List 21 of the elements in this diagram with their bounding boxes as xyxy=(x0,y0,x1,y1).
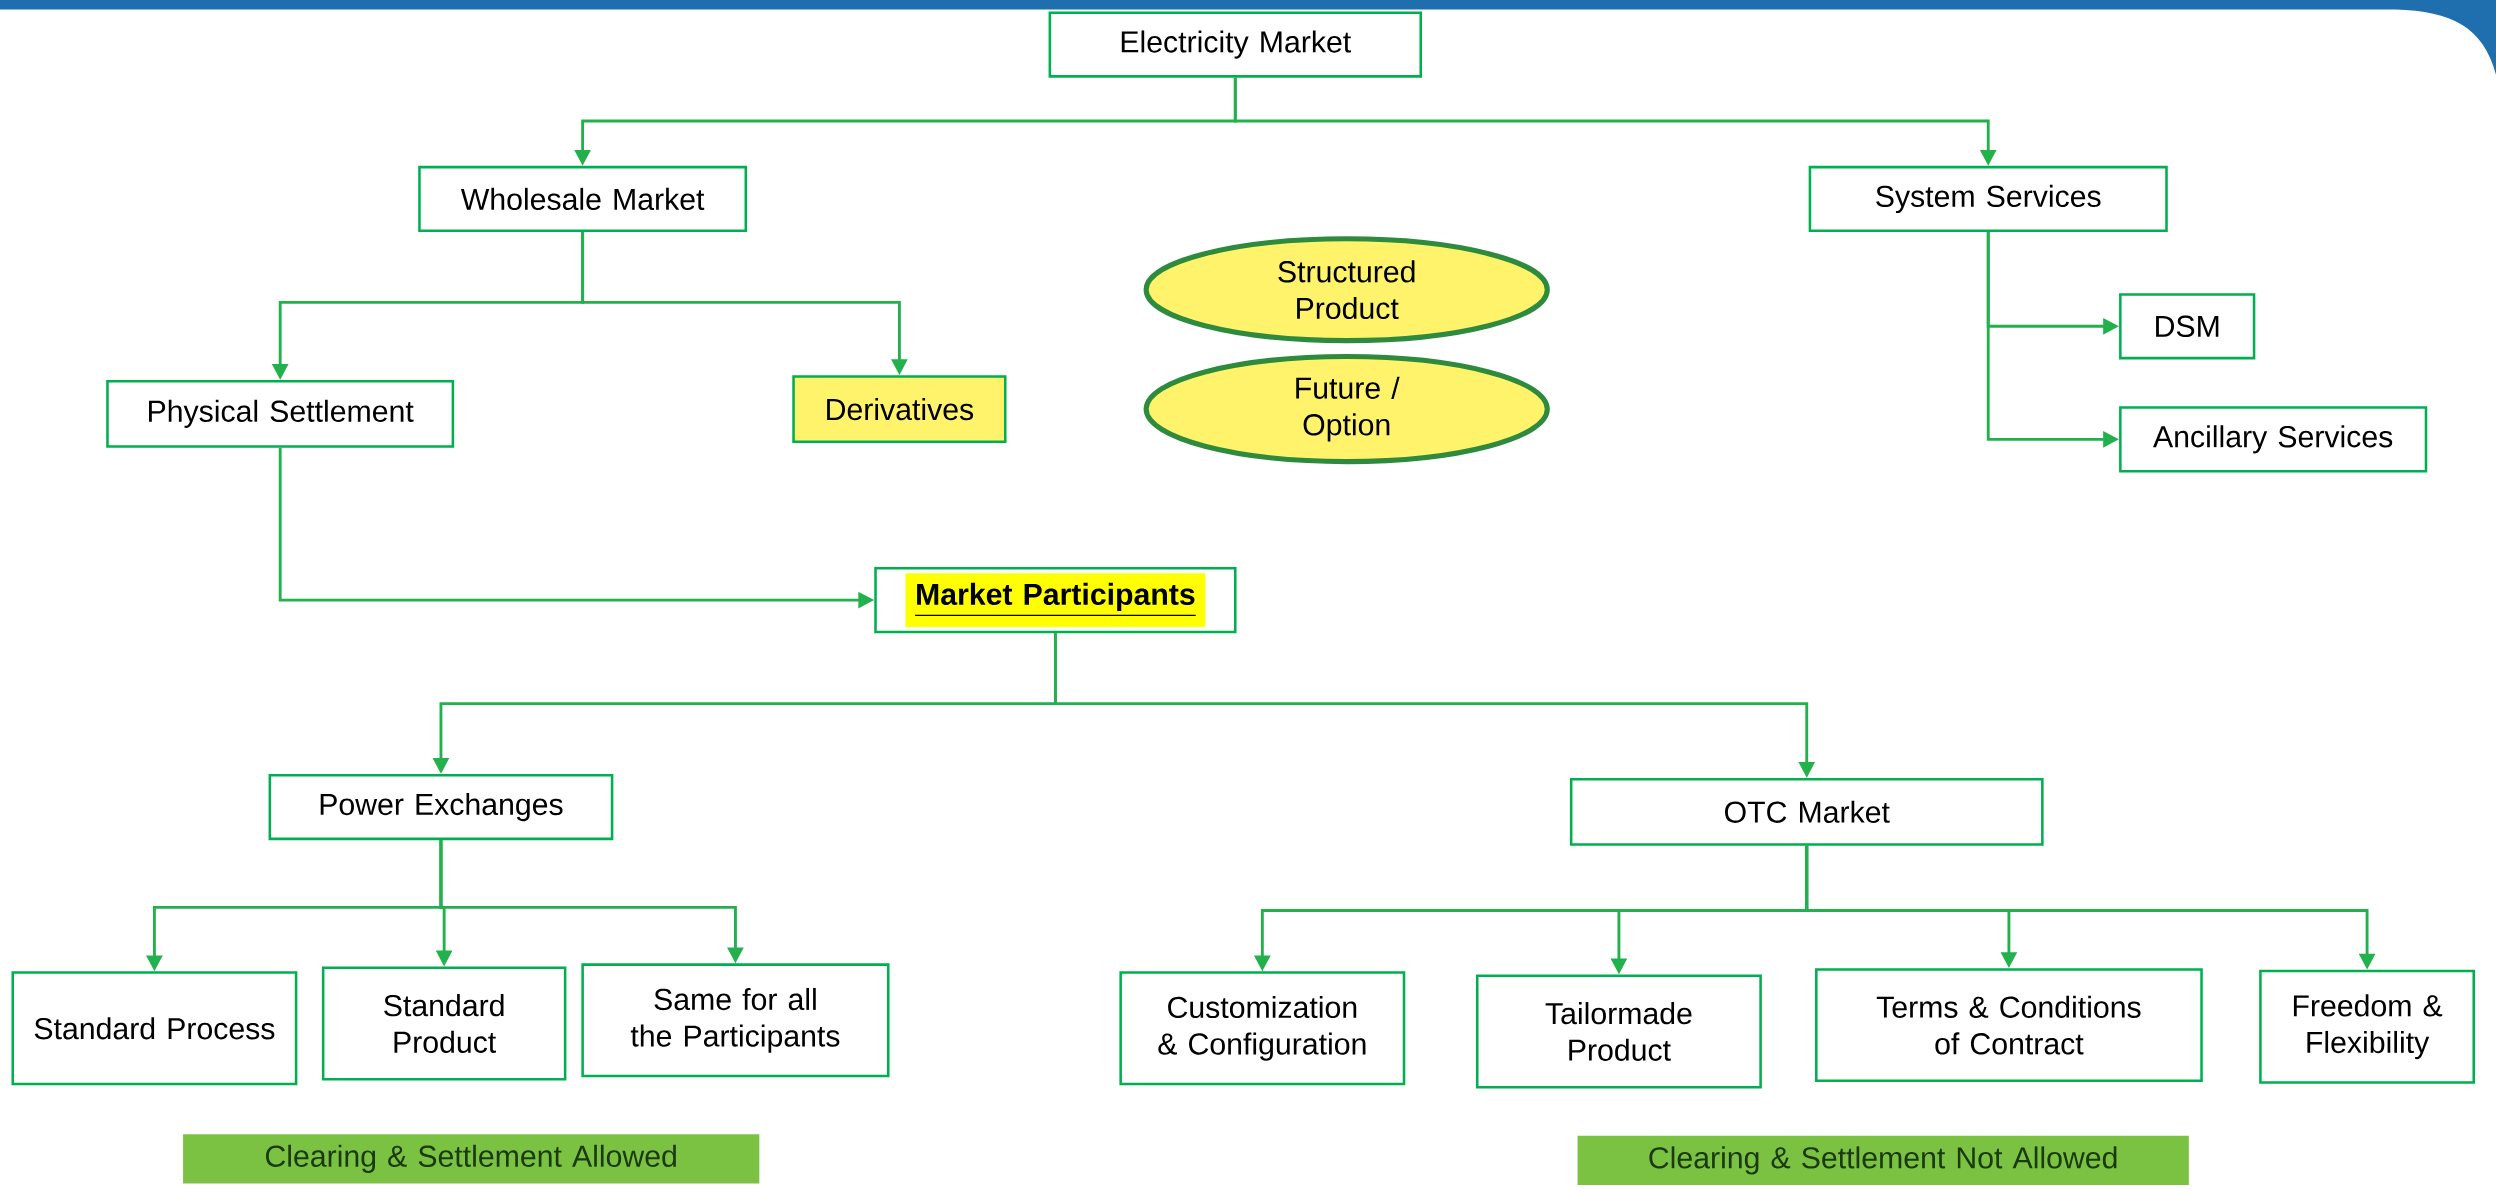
process-box: OTC Market xyxy=(1569,777,2044,846)
process-box: Ancillary Services xyxy=(2119,406,2428,473)
process-box: Power Exchanges xyxy=(268,773,614,841)
process-box: Freedom & Flexibility xyxy=(2259,969,2475,1084)
process-box: DSM xyxy=(2119,293,2256,360)
process-box: Same for all the Participants xyxy=(581,963,890,1078)
process-box: Wholesale Market xyxy=(418,165,748,233)
process-box: Standard Process xyxy=(11,971,298,1086)
ellipse-node: Structured Product xyxy=(1143,236,1550,344)
label-bar: Clearing & Settlement Allowed xyxy=(183,1134,760,1184)
process-box: Tailormade Product xyxy=(1475,974,1762,1089)
process-box: Terms & Conditions of Contract xyxy=(1815,968,2203,1083)
process-box: Market Participants xyxy=(874,566,1237,634)
process-box: Derivatives xyxy=(792,375,1007,443)
process-box: Physical Settlement xyxy=(106,379,455,448)
process-box: Standard Product xyxy=(321,966,567,1081)
process-box: Customization & Configuration xyxy=(1119,971,1406,1086)
label-bar: Clearing & Settlement Not Allowed xyxy=(1577,1135,2189,1186)
process-box: System Services xyxy=(1808,165,2168,233)
ellipse-node: Future / Option xyxy=(1143,353,1550,465)
process-box: Electricity Market xyxy=(1048,11,1422,78)
